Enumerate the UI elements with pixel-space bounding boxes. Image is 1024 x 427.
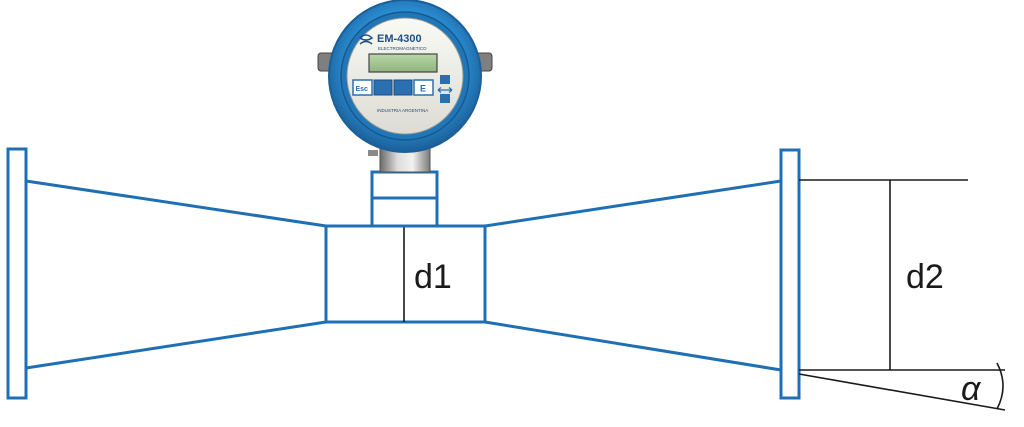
angle-arc bbox=[996, 362, 1004, 410]
right-cone-top bbox=[484, 179, 782, 228]
converter-face bbox=[346, 17, 464, 135]
arrow-left-right-icon bbox=[437, 87, 453, 93]
key-enter-label: E bbox=[420, 84, 426, 94]
left-flange bbox=[6, 147, 28, 400]
meter-subtitle: ELECTROMAGNETICO bbox=[378, 46, 427, 51]
d1-label: d1 bbox=[414, 258, 452, 296]
lcd-display bbox=[368, 53, 438, 73]
angle-line bbox=[798, 373, 1006, 411]
neck-bolt bbox=[368, 150, 378, 156]
angle-label: α bbox=[961, 370, 982, 408]
key-down-icon bbox=[440, 94, 450, 103]
mount-block-upper bbox=[370, 170, 439, 200]
key-esc-label: Esc bbox=[356, 86, 369, 93]
key-enter bbox=[413, 79, 434, 96]
right-cone-bottom bbox=[484, 320, 782, 372]
key-up-icon bbox=[440, 75, 450, 84]
key-blank-2 bbox=[393, 79, 413, 96]
right-flange bbox=[779, 148, 801, 400]
meter-body bbox=[324, 224, 487, 324]
d2-label: d2 bbox=[906, 258, 944, 296]
left-cone-top bbox=[25, 179, 327, 228]
left-cone-bottom bbox=[25, 320, 327, 370]
key-blank-1 bbox=[373, 79, 393, 96]
logo-icon bbox=[358, 34, 374, 45]
meter-model: EM-4300 bbox=[377, 33, 422, 45]
key-esc bbox=[352, 79, 373, 96]
mount-block-lower bbox=[370, 196, 439, 228]
meter-maker: INDUSTRIA ARGENTINA bbox=[377, 108, 428, 113]
